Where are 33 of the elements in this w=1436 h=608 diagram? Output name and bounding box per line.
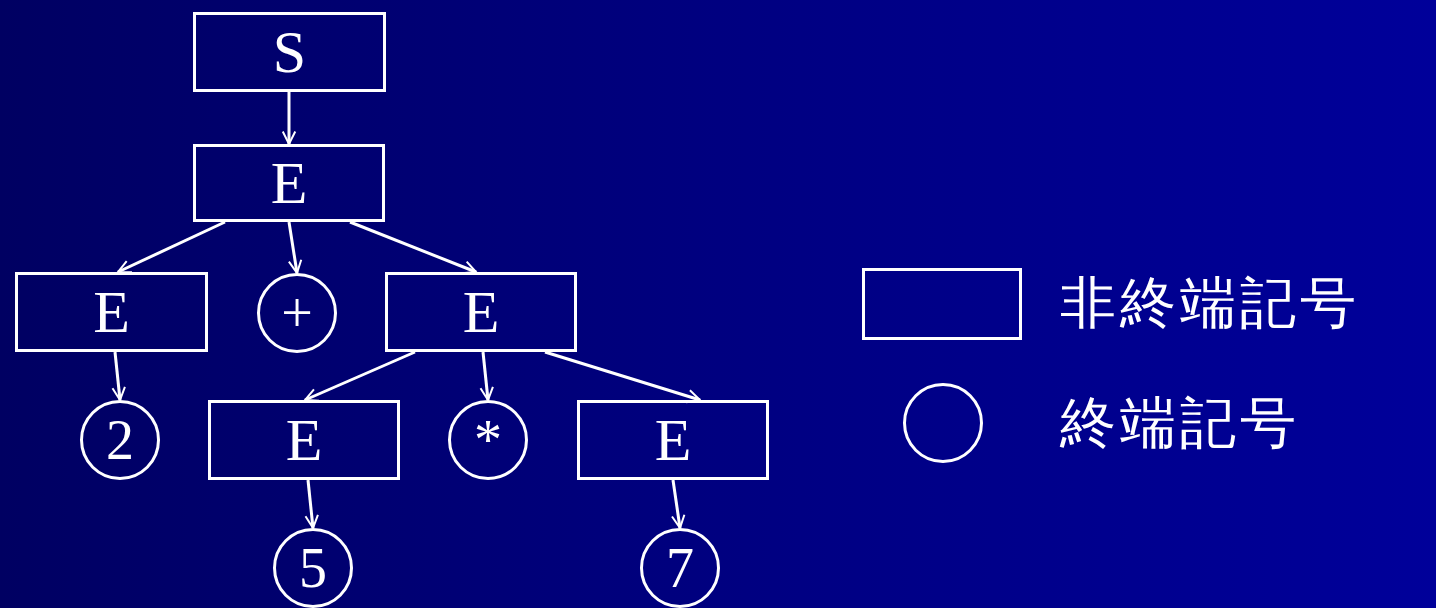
symbol-label: S	[272, 22, 307, 82]
symbol-label: 7	[666, 540, 694, 596]
arrow	[287, 221, 303, 274]
symbol-label: E	[285, 410, 323, 470]
arrow	[671, 479, 686, 529]
symbol-label: +	[281, 285, 313, 341]
arrow	[304, 479, 319, 529]
arrow	[304, 350, 416, 402]
nonterminal-box	[385, 272, 577, 352]
symbol-label: E	[462, 282, 500, 342]
terminal-circle	[448, 400, 528, 480]
symbol-label: E	[93, 282, 130, 342]
nonterminal-box	[193, 12, 386, 92]
symbol-label: E	[654, 410, 692, 470]
legend-label: 終端記号	[1060, 395, 1300, 451]
terminal-circle	[80, 400, 160, 480]
terminal-circle	[257, 273, 337, 353]
arrow	[479, 351, 494, 401]
symbol-label: 2	[106, 412, 134, 468]
nonterminal-box	[577, 400, 769, 480]
terminal-circle	[640, 528, 720, 608]
legend-label: 非終端記号	[1060, 275, 1360, 331]
nonterminal-box	[15, 272, 208, 352]
arrow	[349, 220, 477, 275]
terminal-circle	[273, 528, 353, 608]
symbol-label: *	[474, 412, 502, 468]
arrow	[281, 92, 297, 145]
arrow	[117, 220, 226, 274]
arrow	[111, 351, 126, 401]
symbol-label: 5	[299, 540, 327, 596]
nonterminal-box	[208, 400, 400, 480]
symbol-label: E	[270, 153, 308, 213]
nonterminal-box	[193, 144, 385, 222]
